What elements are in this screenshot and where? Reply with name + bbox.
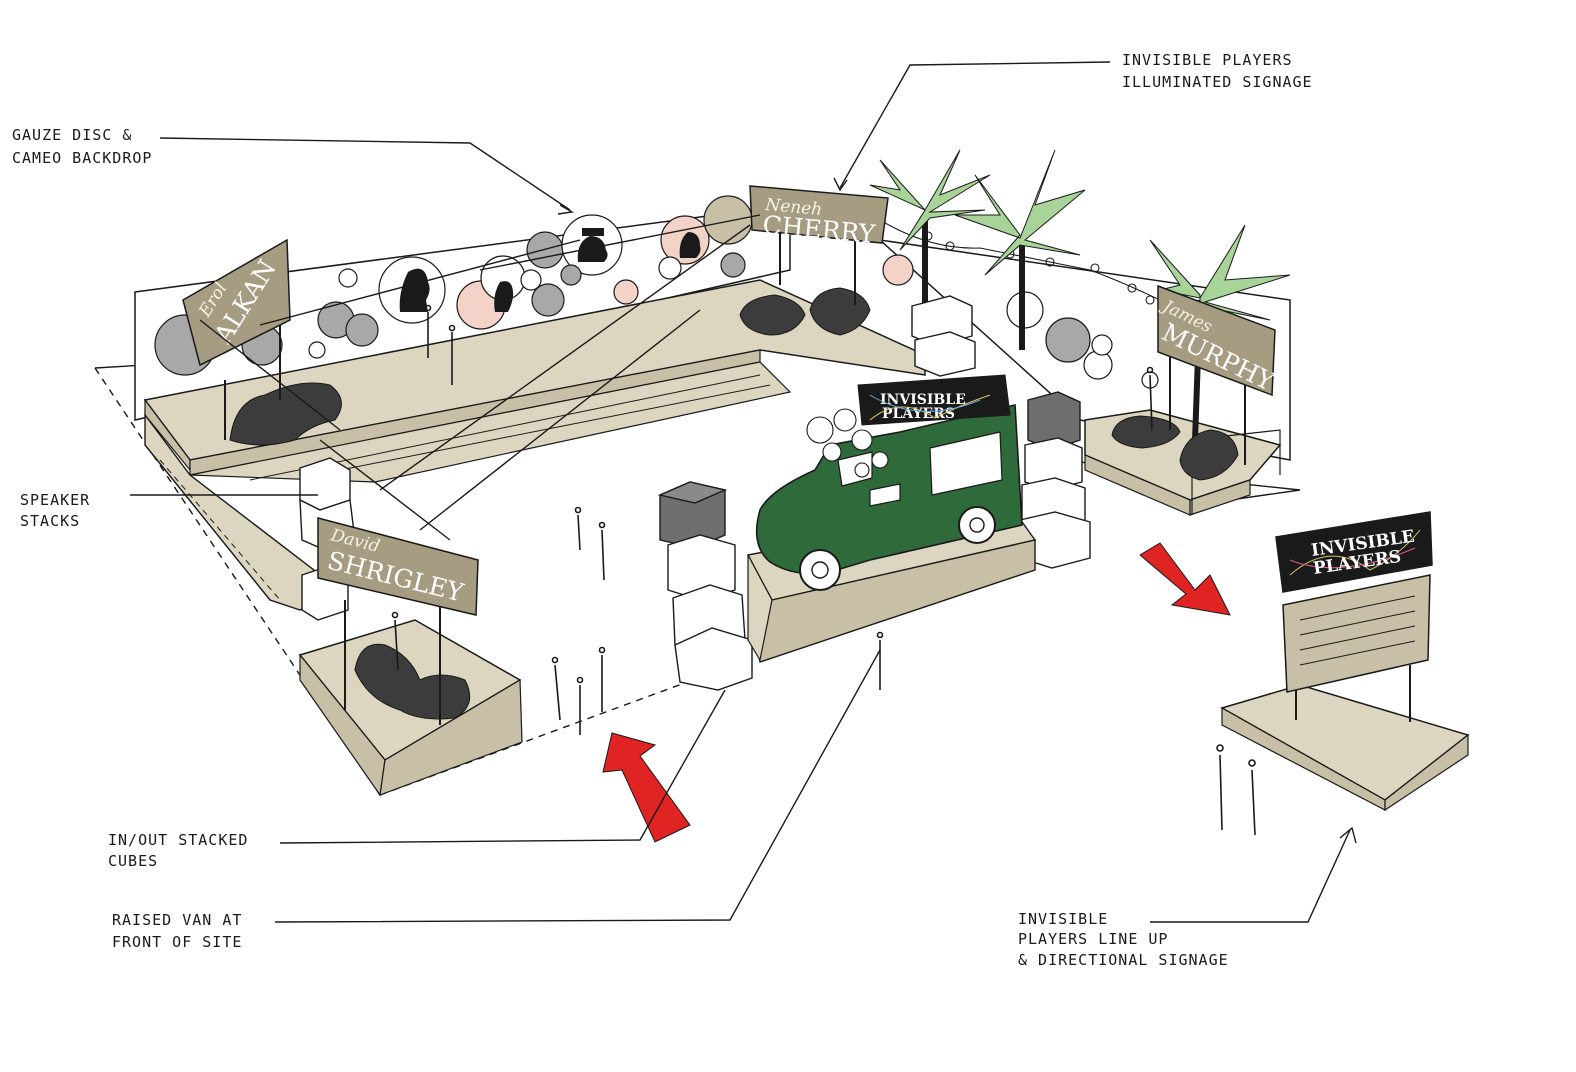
arrow-icon [602, 542, 1231, 843]
note-van-1: RAISED VAN AT [112, 911, 242, 929]
note-speaker-2: STACKS [20, 512, 80, 530]
exit-arrow [1139, 542, 1231, 616]
leader-lines [130, 61, 1357, 923]
note-illuminated-1: INVISIBLE PLAYERS [1122, 51, 1293, 69]
rear-cubes [911, 295, 976, 377]
annotation-gauze: GAUZE DISC & CAMEO BACKDROP [12, 126, 152, 167]
annotation-cubes: IN/OUT STACKED CUBES [108, 831, 248, 870]
annotation-van: RAISED VAN AT FRONT OF SITE [112, 911, 242, 951]
sign-cherry: Neneh CHERRY [749, 185, 889, 305]
note-illuminated-2: ILLUMINATED SIGNAGE [1122, 73, 1313, 91]
note-cubes-2: CUBES [108, 852, 158, 870]
note-speaker-1: SPEAKER [20, 491, 90, 509]
van-roof-sign: INVISIBLE PLAYERS [857, 374, 1011, 426]
note-lineup-2: PLAYERS LINE UP [1018, 930, 1168, 948]
van-side-cubes [1019, 391, 1091, 569]
van-sign-line2: PLAYERS [882, 406, 955, 422]
note-van-2: FRONT OF SITE [112, 933, 242, 951]
person-figure-icon [391, 304, 1256, 836]
cameo-silhouette-icon [399, 228, 701, 312]
sign-murphy: James MURPHY [1157, 284, 1279, 465]
annotation-speaker: SPEAKER STACKS [20, 491, 90, 530]
note-gauze-1: GAUZE DISC & [12, 126, 132, 144]
rock-seating [229, 287, 1239, 720]
van-sign-line1: INVISIBLE [880, 392, 966, 408]
entry-arrow [602, 732, 691, 843]
note-cubes-1: IN/OUT STACKED [108, 831, 248, 849]
annotation-illuminated: INVISIBLE PLAYERS ILLUMINATED SIGNAGE [1122, 51, 1313, 91]
note-lineup-3: & DIRECTIONAL SIGNAGE [1018, 951, 1229, 969]
left-stage [143, 279, 926, 611]
stacked-cubes [657, 481, 753, 691]
lineup-signage: INVISIBLE PLAYERS [1220, 511, 1470, 812]
annotation-lineup: INVISIBLE PLAYERS LINE UP & DIRECTIONAL … [1018, 910, 1229, 969]
note-gauze-2: CAMEO BACKDROP [12, 149, 152, 167]
raised-van [755, 404, 1023, 591]
note-lineup-1: INVISIBLE [1018, 910, 1108, 928]
